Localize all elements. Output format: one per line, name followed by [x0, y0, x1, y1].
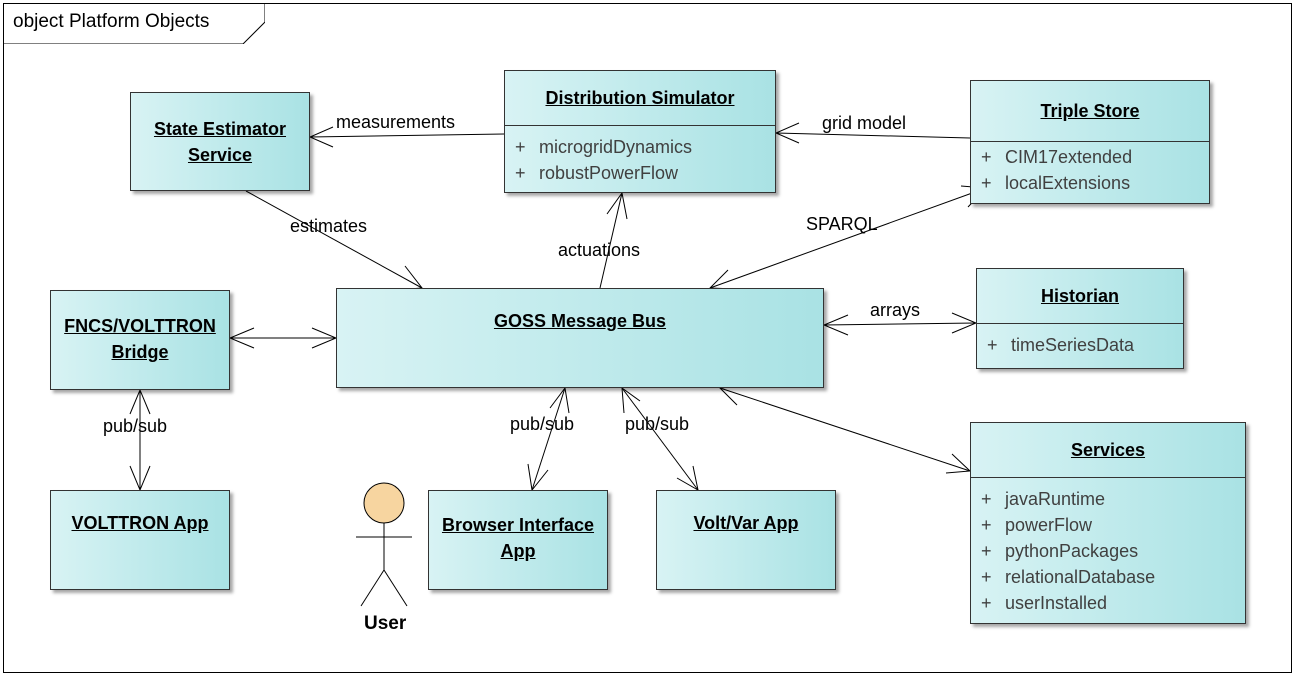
- connector-pubsub-voltvar[interactable]: [621, 386, 699, 491]
- fncs-bridge-title-line2: Bridge: [111, 342, 169, 362]
- user-actor-icon[interactable]: [356, 482, 412, 607]
- historian-divider: [977, 323, 1183, 324]
- goss-message-bus-title: GOSS Message Bus: [493, 311, 667, 331]
- volt-var-app-object[interactable]: Volt/Var App: [656, 490, 836, 590]
- attribute-row: + pythonPackages: [971, 538, 1245, 564]
- label-pubsub-browser: pub/sub: [510, 414, 575, 434]
- connector-estimates[interactable]: [245, 190, 423, 291]
- distribution-simulator-divider: [505, 125, 775, 126]
- visibility-marker: +: [981, 541, 992, 561]
- visibility-marker: +: [515, 137, 526, 157]
- visibility-marker: +: [515, 163, 526, 183]
- attribute-row: + CIM17extended: [971, 144, 1209, 170]
- attribute-java-runtime: javaRuntime: [1005, 489, 1106, 509]
- attribute-user-installed: userInstalled: [1005, 593, 1108, 613]
- browser-app-title-line2: App: [500, 541, 536, 561]
- attribute-row: + microgridDynamics: [505, 134, 775, 160]
- connector-goss-services[interactable]: [718, 385, 972, 474]
- attribute-row: + localExtensions: [971, 170, 1209, 196]
- browser-interface-app-object[interactable]: Browser Interface App: [428, 490, 608, 590]
- frame-title-tab: [3, 3, 265, 44]
- connector-sparql[interactable]: [708, 185, 988, 290]
- attribute-cim17extended: CIM17extended: [1005, 147, 1133, 167]
- attribute-row: + userInstalled: [971, 590, 1245, 616]
- volt-var-app-title: Volt/Var App: [693, 513, 799, 533]
- state-estimator-service-object[interactable]: State Estimator Service: [130, 92, 310, 191]
- user-actor-label: User: [364, 613, 407, 634]
- visibility-marker: +: [981, 489, 992, 509]
- attribute-relational-database: relationalDatabase: [1005, 567, 1156, 587]
- goss-message-bus-object[interactable]: GOSS Message Bus: [336, 288, 824, 388]
- triple-store-title: Triple Store: [1040, 101, 1140, 121]
- services-divider: [971, 477, 1245, 478]
- volttron-app-object[interactable]: VOLTTRON App: [50, 490, 230, 590]
- frame-title: object Platform Objects: [13, 11, 210, 32]
- fncs-bridge-title-line1: FNCS/VOLTTRON: [64, 316, 216, 336]
- connector-measurements[interactable]: [308, 126, 505, 148]
- attribute-local-extensions: localExtensions: [1005, 173, 1131, 193]
- attribute-python-packages: pythonPackages: [1005, 541, 1139, 561]
- attribute-row: + timeSeriesData: [977, 332, 1183, 358]
- state-estimator-title-line1: State Estimator: [153, 118, 287, 139]
- label-pubsub-volttron: pub/sub: [103, 416, 168, 436]
- distribution-simulator-title: Distribution Simulator: [545, 88, 735, 108]
- state-estimator-title-line2: Service: [187, 144, 253, 165]
- attribute-row: + javaRuntime: [971, 486, 1245, 512]
- historian-object[interactable]: Historian + timeSeriesData: [976, 268, 1184, 369]
- connector-grid-model[interactable]: [774, 122, 971, 144]
- historian-title: Historian: [1040, 286, 1119, 306]
- label-measurements: measurements: [336, 112, 456, 132]
- browser-app-title-line1: Browser Interface: [441, 515, 595, 535]
- services-title: Services: [1070, 440, 1146, 460]
- visibility-marker: +: [981, 147, 992, 167]
- connector-pubsub-browser[interactable]: [527, 386, 570, 492]
- visibility-marker: +: [981, 515, 992, 535]
- visibility-marker: +: [981, 593, 992, 613]
- attribute-row: + robustPowerFlow: [505, 160, 775, 186]
- services-object[interactable]: Services + javaRuntime + powerFlow + python…: [970, 422, 1246, 624]
- label-actuations: actuations: [558, 240, 641, 260]
- attribute-time-series-data: timeSeriesData: [1011, 335, 1135, 355]
- attribute-microgrid-dynamics: microgridDynamics: [539, 137, 693, 157]
- attribute-power-flow: powerFlow: [1005, 515, 1093, 535]
- volttron-app-title: VOLTTRON App: [71, 513, 209, 533]
- label-grid-model: grid model: [822, 113, 907, 133]
- connector-pubsub-volttron[interactable]: [129, 388, 151, 492]
- diagram-frame: [3, 3, 1292, 673]
- connector-bridge-goss[interactable]: [228, 327, 338, 349]
- attribute-robust-power-flow: robustPowerFlow: [539, 163, 679, 183]
- attribute-row: + powerFlow: [971, 512, 1245, 538]
- label-pubsub-voltvar: pub/sub: [625, 414, 690, 434]
- visibility-marker: +: [987, 335, 998, 355]
- connector-actuations[interactable]: [599, 191, 628, 289]
- visibility-marker: +: [981, 567, 992, 587]
- label-estimates: estimates: [290, 216, 368, 236]
- label-arrays: arrays: [870, 300, 921, 320]
- triple-store-object[interactable]: Triple Store + CIM17extended + localExtens…: [970, 80, 1210, 204]
- attribute-row: + relationalDatabase: [971, 564, 1245, 590]
- triple-store-divider: [971, 141, 1209, 142]
- visibility-marker: +: [981, 173, 992, 193]
- distribution-simulator-object[interactable]: Distribution Simulator + microgridDynamic…: [504, 70, 776, 193]
- fncs-volttron-bridge-object[interactable]: FNCS/VOLTTRON Bridge: [50, 290, 230, 390]
- label-sparql: SPARQL: [806, 214, 878, 234]
